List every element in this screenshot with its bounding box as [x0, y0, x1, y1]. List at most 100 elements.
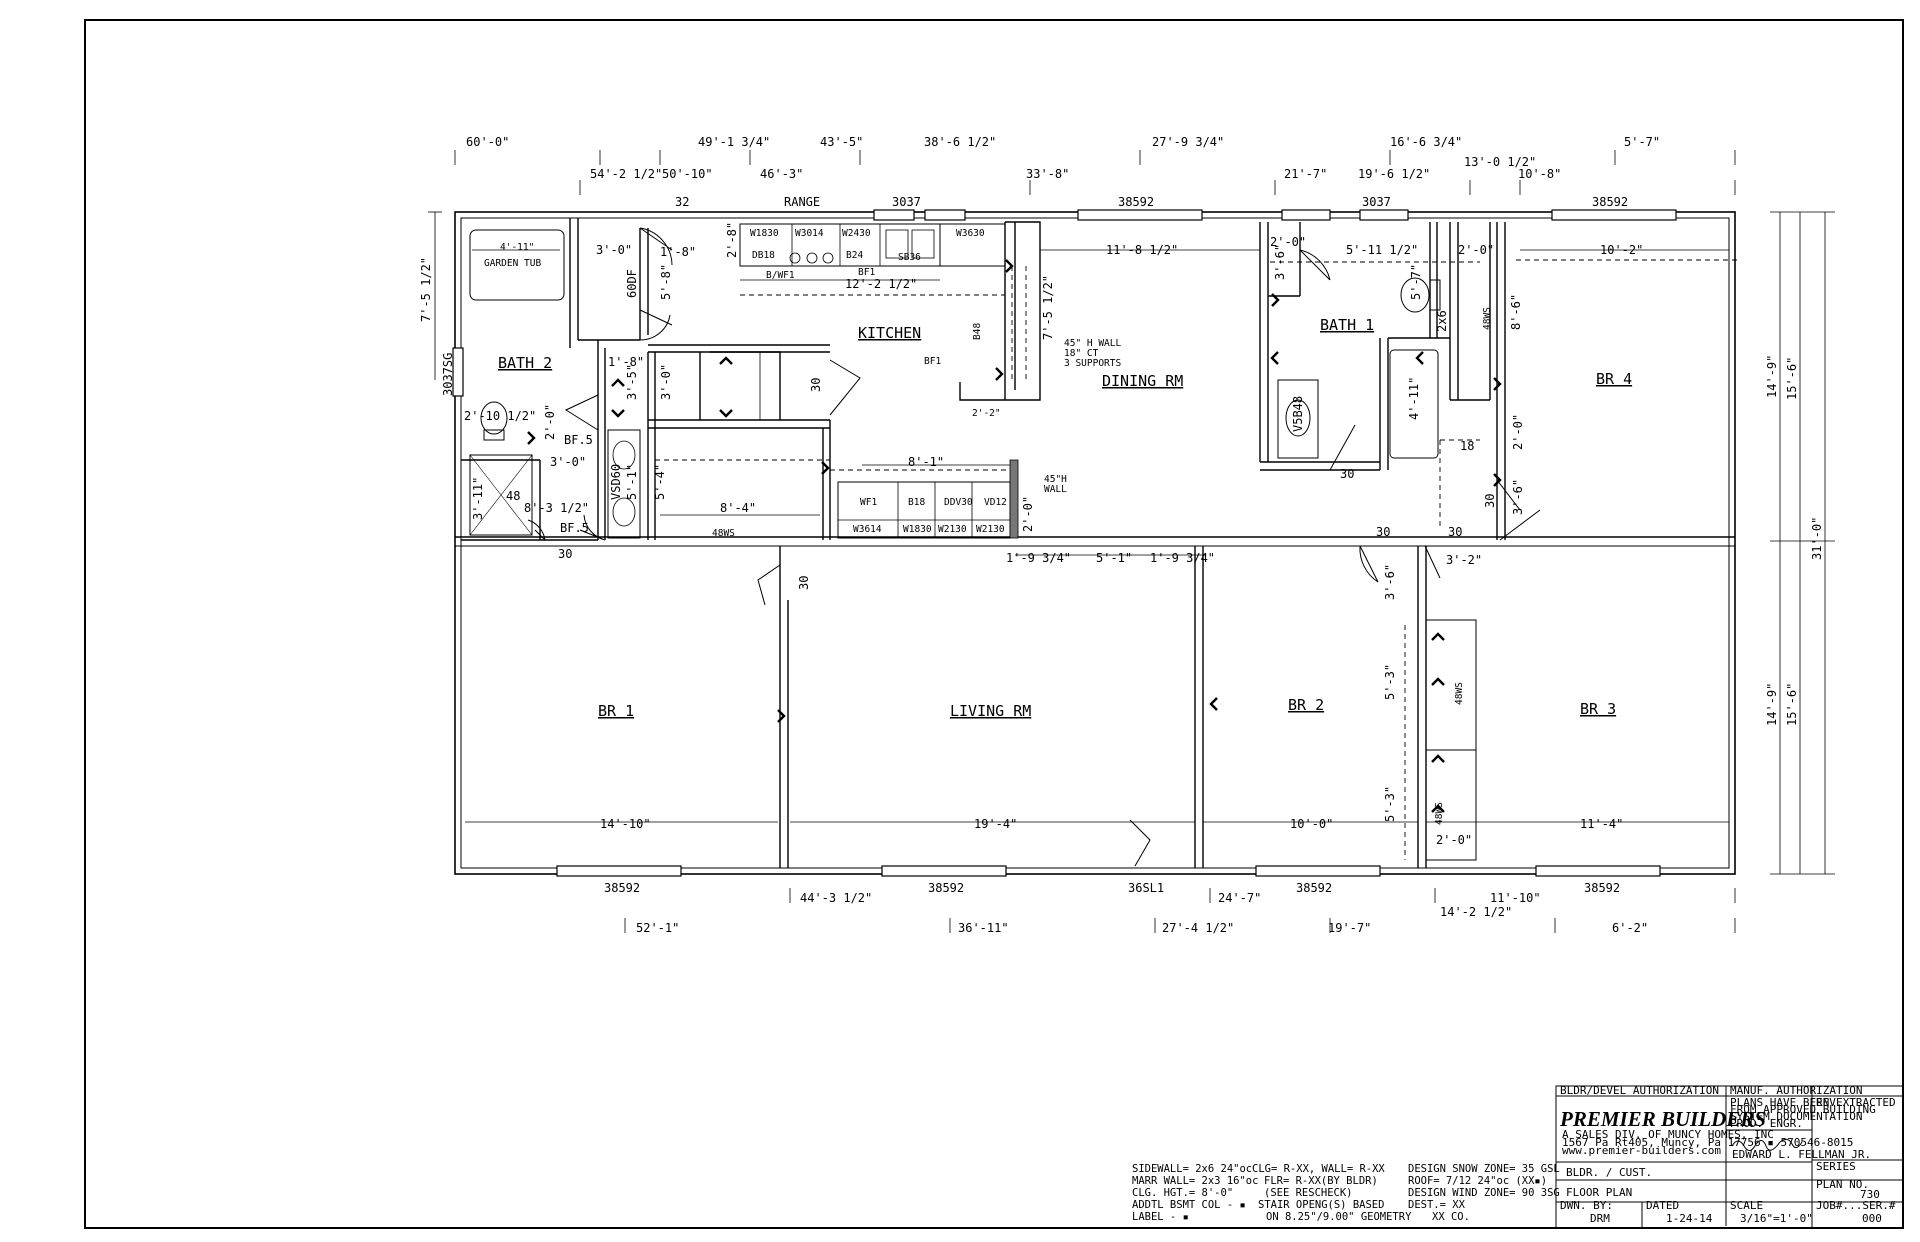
left-dim: 7'-5 1/2": [419, 257, 433, 322]
misc-dim: 3'-6": [1383, 564, 1397, 600]
top-dim: 13'-0 1/2": [1464, 155, 1536, 169]
window-label: 38592: [928, 881, 964, 895]
misc-dim: 2'-0": [1436, 833, 1472, 847]
kitchen-unit: BF1: [858, 267, 875, 278]
window-label: 3037: [892, 195, 921, 209]
misc-dim: 2'-0": [543, 404, 557, 440]
manuf-auth-label: MANUF. AUTHORIZATION: [1730, 1084, 1862, 1097]
kitchen-unit: W3630: [956, 228, 985, 239]
room-label-br2: BR 2: [1288, 696, 1324, 714]
note-line: LABEL - ▪: [1132, 1211, 1189, 1223]
room-dim: 11'-8 1/2": [1106, 243, 1178, 257]
job-ser-label: JOB#...SER.#: [1816, 1199, 1896, 1212]
room-label-dining: DINING RM: [1102, 372, 1183, 390]
top-dimensions-row1: 60'-0" 49'-1 3/4" 43'-5" 38'-6 1/2" 27'-…: [466, 135, 1660, 149]
general-notes: SIDEWALL= 2x6 24"oc MARR WALL= 2x3 16"oc…: [1132, 1163, 1560, 1223]
top-dim: 5'-7": [1624, 135, 1660, 149]
dated-label: DATED: [1646, 1199, 1679, 1212]
door-label: BF.5: [560, 521, 589, 535]
ws-label: 48WS: [712, 528, 735, 539]
kitchen-unit: 2'-2": [972, 408, 1001, 419]
utility-unit: VD12: [984, 497, 1007, 508]
kitchen-unit: DB18: [752, 250, 775, 261]
wall-note: 3 SUPPORTS: [1064, 358, 1121, 369]
misc-dim: 5'-3": [1383, 664, 1397, 700]
misc-dim: 1'-8": [608, 355, 644, 369]
room-label-br3: BR 3: [1580, 700, 1616, 718]
right-dim: 14'-9": [1765, 355, 1779, 398]
top-dim: 50'-10": [662, 167, 713, 181]
top-dim: 43'-5": [820, 135, 863, 149]
rev-label: REV.: [1816, 1096, 1843, 1109]
misc-dim: 1'-9 3/4": [1150, 551, 1215, 565]
kitchen-unit: W1830: [750, 228, 779, 239]
misc-dim: 2'-10 1/2": [464, 409, 536, 423]
approval-note: SYSTEM DOCUMENTATION: [1730, 1110, 1862, 1123]
door-swings: [527, 227, 1541, 867]
top-dim: 54'-2 1/2": [590, 167, 662, 181]
wall-note: 18" CT: [1064, 348, 1099, 359]
approval-note: PROD. ENGR.: [1730, 1117, 1803, 1130]
right-dim: 15'-6": [1785, 357, 1799, 400]
misc-dim: 3'-11": [471, 477, 485, 520]
room-labels: KITCHEN DINING RM BATH 1 BATH 2 BR 1 LIV…: [498, 316, 1632, 720]
door-labels: 30 30 30 30 30 30 30 18 BF.5 BF.5 60DF V…: [558, 269, 1497, 590]
utility-unit: DDV30: [944, 497, 973, 508]
top-window-labels: 32 RANGE 3037 38592 3037 38592: [675, 195, 1628, 209]
top-dim: 21'-7": [1284, 167, 1327, 181]
window-label: 38592: [1584, 881, 1620, 895]
title-block: BLDR/DEVEL AUTHORIZATION MANUF. AUTHORIZ…: [1555, 1084, 1904, 1229]
misc-dim: 8'-4": [720, 501, 756, 515]
note-line: XX CO.: [1432, 1211, 1470, 1223]
door-label: 30: [558, 547, 572, 561]
top-dim: 10'-8": [1518, 167, 1561, 181]
kitchen-unit: SB36: [898, 252, 921, 263]
note-line: CLG. HGT.= 8'-0": [1132, 1187, 1233, 1199]
logo-sub: A SALES DIV. OF MUNCY HOMES, INC: [1562, 1128, 1774, 1141]
room-dim: 11'-4": [1580, 817, 1623, 831]
bottom-dim: 6'-2": [1612, 921, 1648, 935]
misc-dim: 5'-1": [1096, 551, 1132, 565]
misc-dim: 7'-5 1/2": [1041, 275, 1055, 340]
note-line: CLG= R-XX, WALL= R-XX: [1252, 1163, 1385, 1175]
note-line: DEST.= XX: [1408, 1199, 1466, 1211]
door-label: 30: [797, 576, 811, 590]
misc-dim: 5'-7": [1409, 264, 1423, 300]
misc-dimensions: 8'-1" 8'-4" 3'-0" 5'-8" 3'-0" 1'-8" 3'-5…: [464, 222, 1525, 847]
bottom-dim: 36'-11": [958, 921, 1009, 935]
window-label: 38592: [604, 881, 640, 895]
scale: 3/16"=1'-0": [1740, 1212, 1813, 1225]
door-label: 30: [1376, 525, 1390, 539]
engineer-name: EDWARD L. FELLMAN JR.: [1732, 1148, 1871, 1161]
misc-dim: 1'-8": [660, 245, 696, 259]
door-label: 30: [1340, 467, 1354, 481]
bldr-auth-label: BLDR/DEVEL AUTHORIZATION: [1560, 1084, 1719, 1097]
misc-dim: 2'-0": [1270, 235, 1306, 249]
misc-dim: 3'-0": [596, 243, 632, 257]
door-label: V5B48: [1291, 396, 1305, 432]
window-label: RANGE: [784, 195, 820, 209]
note-line: DESIGN WIND ZONE= 90 3SG: [1408, 1187, 1560, 1199]
room-label-living: LIVING RM: [950, 702, 1031, 720]
room-dim: 19'-4": [974, 817, 1017, 831]
door-label: 60DF: [625, 269, 639, 298]
kitchen-unit: W3014: [795, 228, 824, 239]
misc-dim: 5'-4": [653, 464, 667, 500]
misc-dim: 2'-0": [1511, 414, 1525, 450]
top-dim: 60'-0": [466, 135, 509, 149]
window-label: 3037: [1362, 195, 1391, 209]
door-label: 2x6: [1435, 310, 1449, 332]
misc-dim: 3'-6": [1511, 479, 1525, 515]
door-label: 18: [1460, 439, 1474, 453]
top-dim: 38'-6 1/2": [924, 135, 996, 149]
approval-note: PLANS HAVE BEEN EXTRACTED: [1730, 1096, 1896, 1109]
right-dim: 14'-9": [1765, 683, 1779, 726]
tub-dim: 4'-11": [500, 242, 534, 253]
bottom-dim: 19'-7": [1328, 921, 1371, 935]
chevron-markers: [527, 259, 1502, 813]
company-logo: PREMIER BUILDERS: [1559, 1107, 1766, 1131]
misc-dim: 8'-6": [1509, 294, 1523, 330]
door-label: VSD60: [609, 464, 623, 500]
bottom-dim: 11'-10": [1490, 891, 1541, 905]
room-label-bath2: BATH 2: [498, 354, 552, 372]
